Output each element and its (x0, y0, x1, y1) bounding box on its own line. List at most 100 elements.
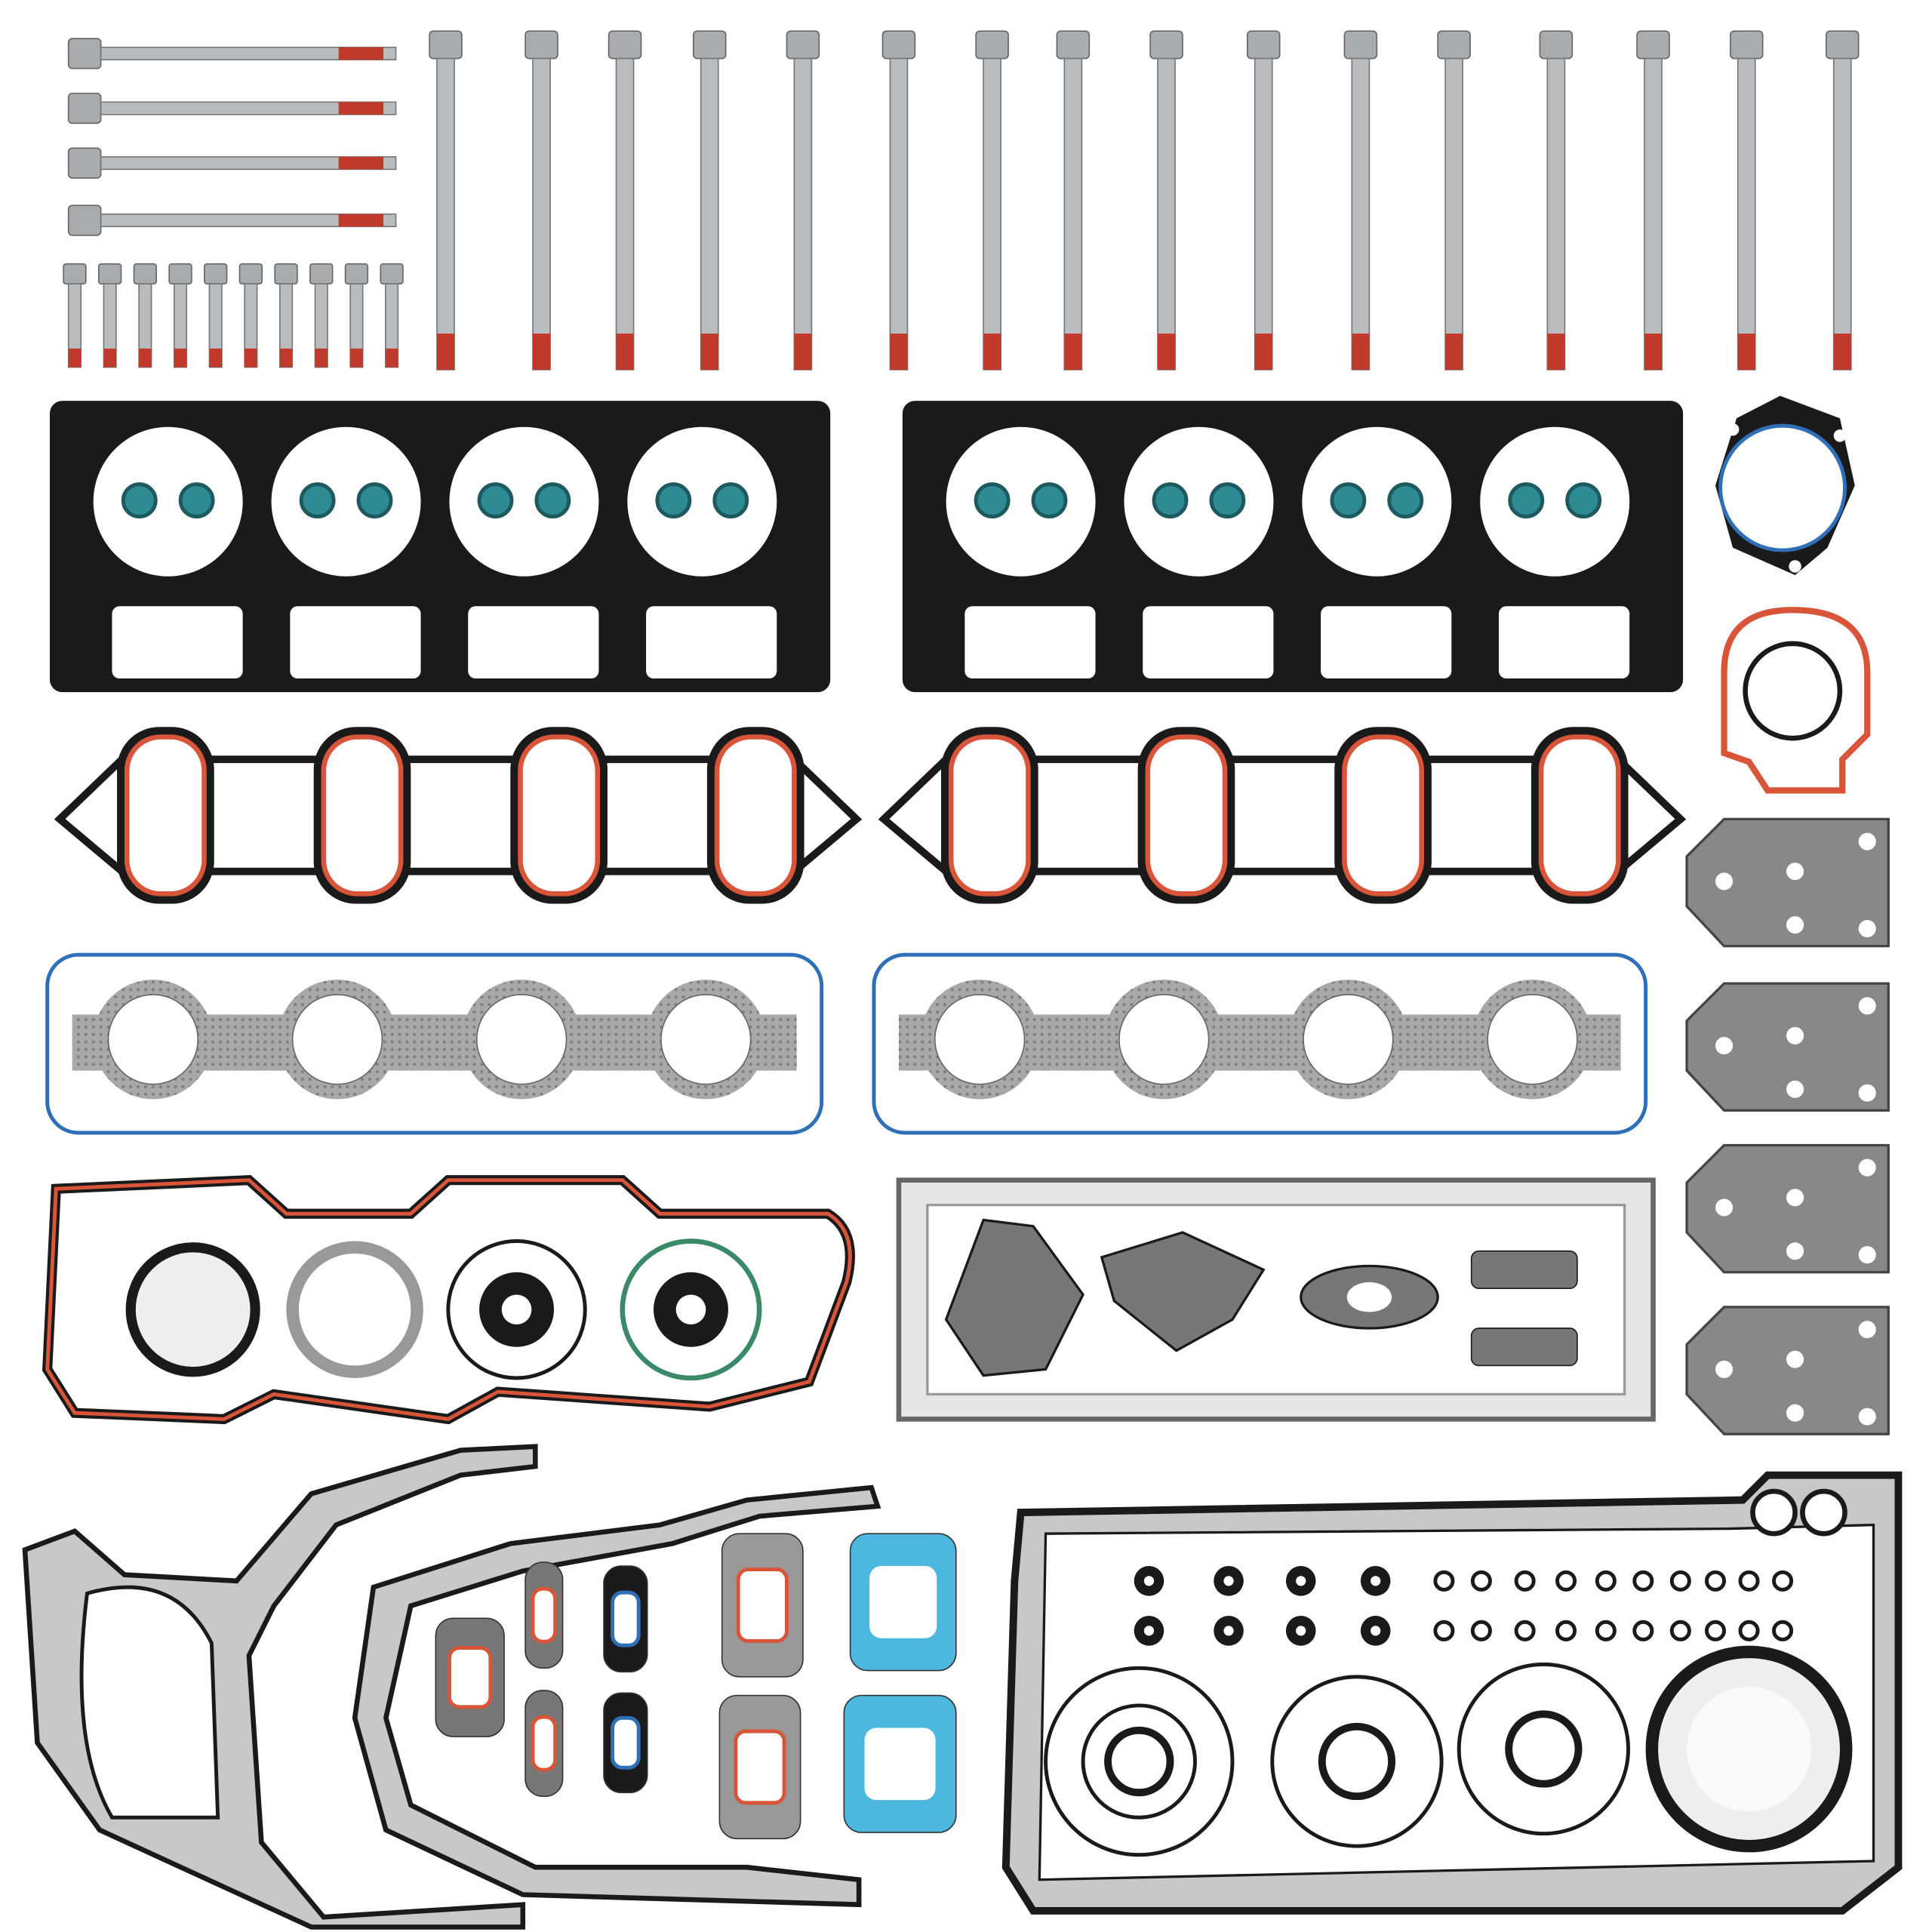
front-cover-gasket (352, 1484, 881, 1908)
valve-seal (477, 482, 514, 519)
bolt-head (1056, 30, 1091, 60)
thread-lock (1833, 334, 1851, 370)
small-gasket (721, 1533, 804, 1678)
bolt (1343, 30, 1378, 371)
bolt-head (344, 263, 369, 285)
bolt (168, 263, 192, 368)
bolt-shank (100, 156, 397, 171)
bolt (1636, 30, 1670, 371)
bolt-hole (1786, 1026, 1804, 1044)
bolt-hole (1858, 1321, 1876, 1339)
thread-lock (1352, 334, 1370, 370)
round-gasket (1715, 395, 1855, 576)
thread-lock (1644, 334, 1663, 370)
cylinder-bore (1480, 426, 1630, 577)
bolt-head (1636, 30, 1670, 60)
small-gasket (849, 1533, 957, 1672)
bolt (525, 30, 558, 371)
coolant-port (1143, 606, 1274, 678)
bolt-hole (1858, 1158, 1876, 1177)
thread-lock (890, 334, 908, 370)
port-seal (321, 734, 404, 897)
bolt-shank (1444, 57, 1463, 371)
valve-seal (356, 482, 393, 519)
bolt-head (309, 263, 334, 285)
bolt (786, 30, 820, 371)
bolt-shank (983, 57, 1002, 371)
plate (1685, 1143, 1890, 1274)
port-seal (518, 734, 601, 897)
intake-gasket (54, 727, 863, 904)
coolant-port (964, 606, 1096, 678)
valve-cover-set (872, 952, 1648, 1135)
bolt-hole (1858, 997, 1876, 1015)
o-ring-hole (1371, 1576, 1381, 1586)
bolt-hole (1786, 916, 1804, 934)
bolt-hole (1858, 832, 1876, 851)
bolt-head (380, 263, 404, 285)
gasket-opening (531, 1715, 558, 1772)
small-gasket (525, 1561, 564, 1669)
cylinder-bore (271, 426, 421, 577)
o-ring (1772, 1570, 1794, 1592)
valve-seal (974, 482, 1011, 519)
thread-lock (315, 348, 328, 368)
intake-manifold-gaskets (54, 727, 1687, 904)
o-ring (1632, 1620, 1654, 1641)
bolt-head (1729, 30, 1764, 60)
cylinder-bore (627, 426, 777, 577)
thread-lock (139, 348, 152, 368)
bolt (133, 263, 157, 368)
valve-seal (1565, 482, 1602, 519)
timing-cover-gasket (22, 1444, 538, 1930)
bolt-hole (1715, 872, 1734, 891)
thread-lock (1064, 334, 1082, 370)
gasket-opening (864, 1727, 936, 1801)
bolt (1437, 30, 1471, 371)
valve-seal (1031, 482, 1068, 519)
valve-cover-gaskets (45, 952, 1648, 1135)
thread-lock (385, 348, 398, 368)
o-ring (1669, 1570, 1691, 1592)
valve-seal (1330, 482, 1367, 519)
gasket-opening (611, 1715, 641, 1770)
intake-port (1137, 727, 1235, 904)
exhaust-port (934, 994, 1026, 1085)
bolt-hole (1786, 1080, 1804, 1098)
thread-lock (209, 348, 222, 368)
thread-lock (616, 334, 634, 370)
bolt-shank (700, 57, 719, 371)
small-gasket (435, 1617, 505, 1737)
bolt (1825, 30, 1860, 371)
bolt-shank (793, 57, 813, 371)
coolant-port (112, 606, 243, 678)
bolt-head (204, 263, 228, 285)
thread-lock (338, 156, 384, 170)
exhaust-port (1303, 994, 1394, 1085)
port-seal (1342, 734, 1425, 897)
small-gasket (603, 1692, 648, 1794)
horizontal-bolts (67, 38, 397, 236)
bolt (608, 30, 642, 371)
port-seal (714, 734, 797, 897)
gasket-opening (734, 1729, 786, 1805)
o-ring (1669, 1620, 1691, 1641)
intake-port (1334, 727, 1432, 904)
o-ring-hole (1143, 1576, 1155, 1586)
bolt-shank (1063, 57, 1083, 371)
thread-lock (338, 102, 384, 115)
intake-port (706, 727, 804, 904)
bolt-shank (615, 57, 635, 371)
valve-seal (655, 482, 692, 519)
bolt-head (67, 92, 102, 125)
head-bolts (429, 30, 1860, 371)
o-ring-hole (1296, 1626, 1306, 1636)
o-ring (1738, 1570, 1760, 1592)
o-ring (1470, 1570, 1492, 1592)
port-seal (1538, 734, 1621, 897)
bolt-hole (1858, 1407, 1876, 1426)
bolt (97, 263, 122, 368)
bolt-head (1437, 30, 1471, 60)
valve-seal (178, 482, 215, 519)
port-seal (948, 734, 1031, 897)
